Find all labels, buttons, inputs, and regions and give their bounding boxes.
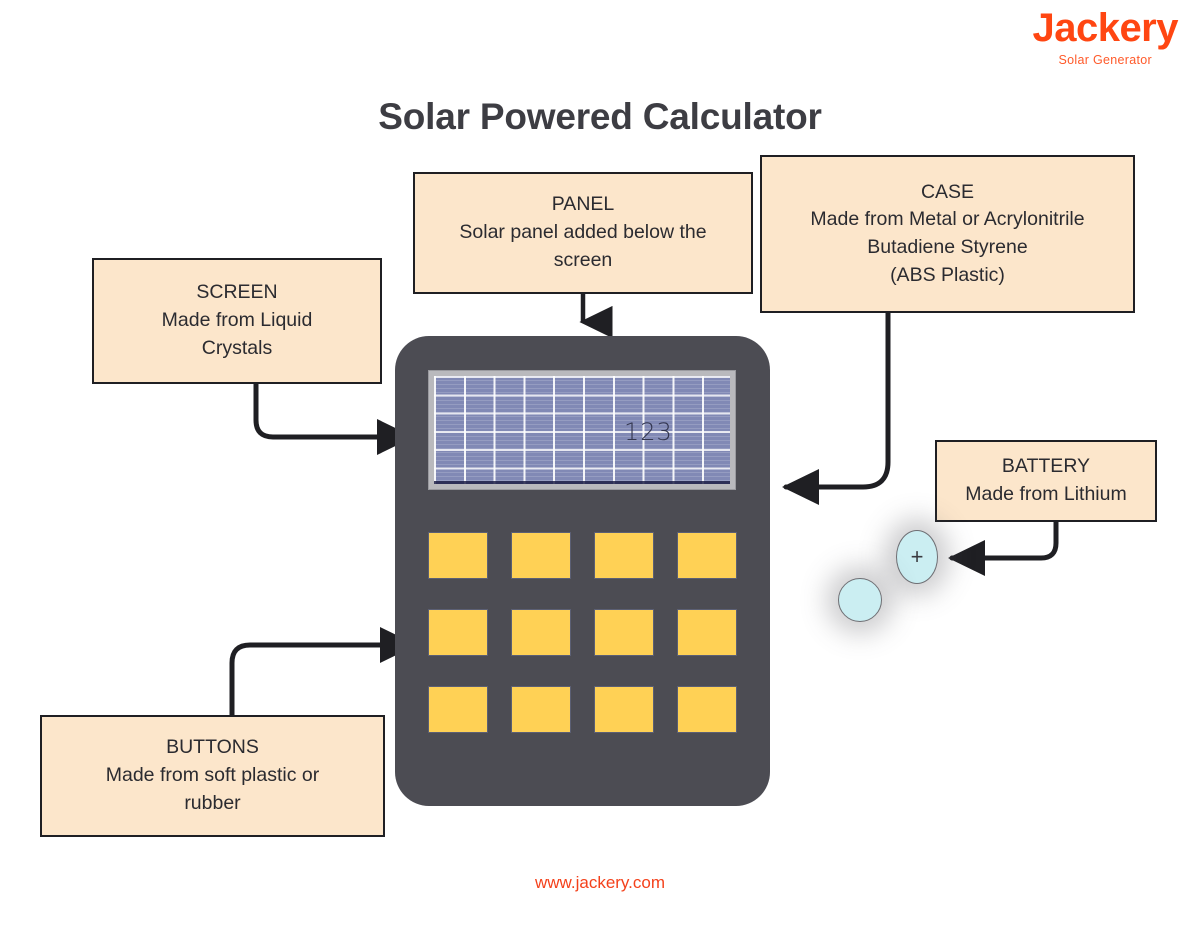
page-title: Solar Powered Calculator <box>378 96 822 137</box>
calculator-key[interactable] <box>428 686 488 733</box>
calculator-key[interactable] <box>677 686 737 733</box>
plus-icon: + <box>910 544 924 569</box>
battery-cell-positive: + <box>896 530 938 584</box>
calculator-key[interactable] <box>594 686 654 733</box>
callout-case-title: CASE <box>920 180 975 203</box>
callout-screen-line2: Crystals <box>201 336 273 359</box>
calculator-key[interactable] <box>677 532 737 579</box>
callout-case-line2: Butadiene Styrene <box>867 236 1028 258</box>
callout-battery-title: BATTERY <box>1001 455 1091 478</box>
keypad <box>428 532 737 733</box>
callout-screen: SCREEN Made from Liquid Crystals <box>92 258 382 384</box>
calculator-body: 123 <box>395 336 770 806</box>
callout-panel: PANEL Solar panel added below the screen <box>413 172 753 294</box>
display-value: 123 <box>624 418 673 446</box>
footer-url[interactable]: www.jackery.com <box>534 873 666 892</box>
connector-case <box>781 310 891 505</box>
jackery-logo: Jackery Solar Generator <box>1032 8 1178 67</box>
callout-panel-line2: screen <box>553 248 613 271</box>
callout-case: CASE Made from Metal or Acrylonitrile Bu… <box>760 155 1135 313</box>
calculator-key[interactable] <box>428 532 488 579</box>
connector-battery <box>947 519 1059 576</box>
solar-cell-grid: 123 <box>434 376 730 484</box>
callout-panel-line1: Solar panel added below the <box>459 221 707 244</box>
connector-screen <box>253 381 415 456</box>
callout-battery-line1: Made from Lithium <box>965 483 1127 505</box>
brand-name: Jackery <box>1032 6 1178 50</box>
calculator-key[interactable] <box>594 532 654 579</box>
callout-buttons-line1: Made from soft plastic or <box>105 764 320 787</box>
callout-buttons-line2: rubber <box>184 791 241 814</box>
callout-buttons: BUTTONS Made from soft plastic or rubber <box>40 715 385 837</box>
calculator-key[interactable] <box>511 532 571 579</box>
callout-buttons-title: BUTTONS <box>166 736 259 759</box>
calculator-key[interactable] <box>511 686 571 733</box>
callout-screen-line1: Made from Liquid <box>161 309 313 332</box>
calculator-key[interactable] <box>428 609 488 656</box>
battery-cell-secondary <box>838 578 882 622</box>
callout-battery: BATTERY Made from Lithium <box>935 440 1157 522</box>
connector-buttons <box>229 627 418 718</box>
callout-panel-title: PANEL <box>551 193 615 216</box>
calculator-key[interactable] <box>594 609 654 656</box>
brand-tagline: Solar Generator <box>1058 53 1152 67</box>
callout-screen-title: SCREEN <box>196 281 278 304</box>
callout-case-line3: (ABS Plastic) <box>890 263 1005 286</box>
solar-panel-screen: 123 <box>428 370 736 490</box>
calculator-key[interactable] <box>511 609 571 656</box>
calculator-key[interactable] <box>677 609 737 656</box>
callout-case-line1: Made from Metal or Acrylonitrile <box>810 208 1085 231</box>
